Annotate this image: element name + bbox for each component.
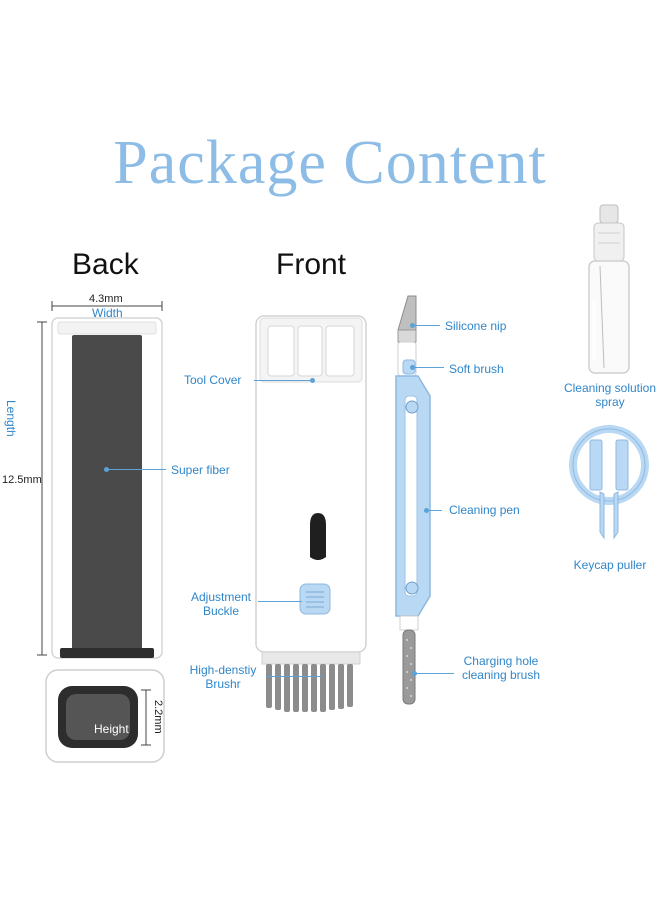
charging-brush-label: Charging hole cleaning brush (461, 654, 541, 682)
tool-cover-label: Tool Cover (184, 373, 242, 387)
cleaning-pen-leader (428, 510, 442, 511)
tool-cover-dot (310, 378, 315, 383)
page-title: Package Content (113, 129, 547, 197)
soft-brush-dot (410, 365, 415, 370)
height-label: Height (94, 722, 129, 736)
super-fiber-label: Super fiber (171, 463, 230, 477)
silicone-nip-label: Silicone nip (445, 319, 507, 333)
brush-leader (266, 676, 322, 677)
adjustment-buckle-label: Adjustment Buckle (190, 590, 252, 618)
spray-label: Cleaning solution spray (563, 381, 657, 409)
brush-label: High-denstiy Brushr (189, 663, 257, 691)
length-value: 12.5mm (2, 474, 42, 486)
soft-brush-label: Soft brush (449, 362, 504, 376)
width-value: 4.3mm (89, 293, 123, 305)
soft-brush-leader (414, 367, 444, 368)
keycap-puller-label: Keycap puller (573, 558, 647, 572)
charging-brush-dot (412, 671, 417, 676)
super-fiber-dot (104, 467, 109, 472)
silicone-nip-leader (414, 325, 440, 326)
charging-brush-leader (416, 673, 454, 674)
super-fiber-leader (108, 469, 166, 470)
adjustment-buckle-leader (258, 601, 302, 602)
section-front-heading: Front (276, 248, 347, 281)
silicone-nip-dot (410, 323, 415, 328)
section-back-heading: Back (72, 248, 139, 281)
cleaning-pen-dot (424, 508, 429, 513)
tool-cover-leader (254, 380, 312, 381)
cleaning-pen-label: Cleaning pen (449, 503, 520, 517)
width-label: Width (92, 306, 123, 320)
